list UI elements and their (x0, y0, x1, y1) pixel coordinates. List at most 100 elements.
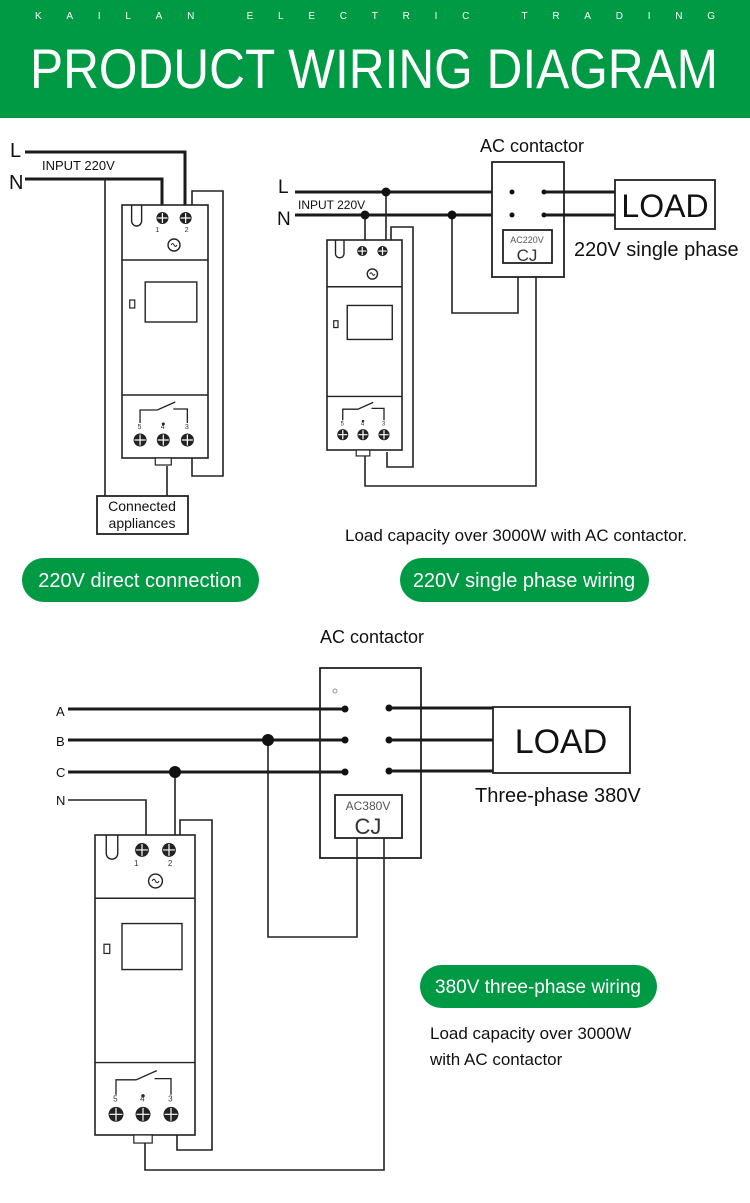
terminal-cross (163, 844, 175, 856)
din-slot (105, 835, 119, 860)
terminal-label: 2 (168, 859, 173, 868)
page-title: PRODUCT WIRING DIAGRAM (30, 37, 718, 100)
capacity-note: Load capacity over 3000W with AC contact… (345, 526, 687, 545)
terminal-cross (181, 434, 193, 446)
coil-neutral-wire (451, 215, 519, 314)
terminal-cross (379, 430, 389, 440)
terminal-label: 5 (113, 1095, 118, 1104)
contact-dot (541, 212, 547, 218)
contact-dot (341, 736, 349, 744)
phase-a-label: A (56, 704, 65, 719)
motor-symbol-icon (167, 238, 181, 252)
contactor-title: AC contactor (320, 627, 424, 647)
din-slot (130, 205, 143, 227)
switch-loop-wire (386, 226, 414, 468)
appliances-label-1: Connected (108, 498, 176, 514)
line-label: L (10, 140, 21, 162)
diagram-three-phase: AC contactor A B C N LOAD Three-phase 38… (56, 627, 657, 1171)
switch-loop-wire (191, 190, 224, 477)
phase-b-label: B (56, 734, 65, 749)
contactor-indicator (332, 688, 338, 694)
ac-wave-icon (369, 272, 376, 276)
contact-dot (509, 212, 515, 218)
load-caption: 220V single phase (574, 239, 739, 261)
ac-wave-icon (151, 878, 160, 884)
pill-direct-connection-label: 220V direct connection (38, 570, 241, 592)
contact-dot (385, 704, 393, 712)
display-window (144, 281, 198, 323)
terminal-label: 3 (168, 1095, 173, 1104)
device-body (94, 834, 196, 1136)
indicator-led (103, 943, 111, 955)
pill-single-phase (400, 558, 649, 602)
coil-rating: AC380V (346, 799, 391, 813)
neutral-label: N (56, 793, 65, 808)
output-bracket (154, 457, 172, 466)
input-label: INPUT 220V (42, 158, 115, 173)
ac-contactor-box (319, 667, 422, 859)
load-label: LOAD (621, 188, 708, 224)
appliances-label-2: appliances (109, 515, 176, 531)
terminal-cross (164, 1107, 178, 1121)
terminal-cross (136, 844, 148, 856)
motor-symbol-icon (147, 873, 164, 889)
contactor-title: AC contactor (480, 136, 584, 156)
output-bracket (355, 449, 371, 457)
load-wires (546, 190, 615, 217)
terminal-cross (136, 1107, 150, 1121)
coil-box (334, 794, 403, 839)
relay-switch-symbol (115, 1070, 172, 1095)
terminal-cross (157, 213, 168, 223)
coil-feed-wire (144, 838, 385, 1171)
load-box (614, 179, 716, 230)
neutral-label: N (9, 172, 23, 194)
junction-dot (447, 210, 457, 220)
relay-switch-symbol (342, 401, 385, 421)
terminal-label: 1 (134, 859, 139, 868)
common-dot (361, 419, 365, 423)
brand-text: KAILAN ELECTRIC TRADING (35, 11, 715, 22)
neutral-wire (68, 799, 147, 842)
terminal-cross (134, 434, 146, 446)
terminal-label: 5 (341, 421, 345, 427)
load-wires (391, 706, 493, 773)
relay-switch-symbol (139, 401, 189, 423)
coil-phase-b-wire (267, 740, 358, 938)
pill-single-phase-label: 220V single phase wiring (413, 570, 635, 592)
coil-label: CJ (517, 246, 538, 265)
coil-box (502, 229, 553, 264)
load-caption: Three-phase 380V (475, 785, 641, 807)
terminal-cross (338, 430, 348, 440)
load-label: LOAD (515, 723, 608, 761)
device-section-divider (122, 259, 208, 396)
common-dot (141, 1094, 145, 1098)
contact-dot (341, 768, 349, 776)
junction-dot (381, 187, 391, 197)
device-body (121, 204, 209, 459)
pill-three-phase-label: 380V three-phase wiring (435, 977, 641, 998)
input-label: INPUT 220V (298, 198, 365, 212)
terminal-cross (180, 213, 191, 223)
neutral-label: N (277, 209, 291, 230)
phase-wires (68, 707, 345, 774)
junction-dot (169, 766, 181, 778)
appliances-box (96, 495, 189, 535)
device-body (326, 239, 403, 451)
pill-three-phase (420, 965, 657, 1008)
coil-feed-wire (364, 262, 537, 487)
device-section-divider (95, 897, 195, 1064)
line-wire (25, 150, 187, 210)
terminal-label: 3 (185, 424, 189, 431)
coil-rating: AC220V (510, 235, 544, 245)
din-slot (334, 240, 345, 259)
capacity-note-line2: with AC contactor (429, 1050, 563, 1069)
output-bracket (133, 1134, 153, 1144)
junction-dot (360, 210, 370, 220)
ac-wave-icon (170, 243, 178, 247)
display-window (346, 304, 393, 341)
